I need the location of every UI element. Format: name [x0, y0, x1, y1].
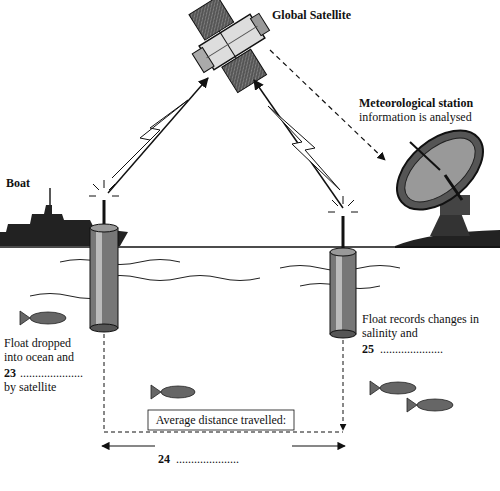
- float-note: by satellite: [4, 380, 56, 394]
- station-label: Meteorological station: [359, 96, 497, 110]
- answer-blank: .....................: [380, 342, 443, 356]
- station-note: information is analysed: [359, 110, 497, 124]
- boat-label: Boat: [6, 176, 30, 190]
- answer-blank: .....................: [20, 366, 83, 380]
- distance-label: Average distance travelled:: [148, 413, 294, 427]
- callout-number: 25: [362, 342, 374, 356]
- radar-dish: [382, 115, 497, 236]
- callout-number: 23: [4, 366, 16, 380]
- float-note: Float records changes in salinity and: [362, 312, 482, 340]
- callout-number: 24: [158, 452, 170, 466]
- answer-blank: .....................: [176, 452, 239, 466]
- float-note: Float dropped into ocean and: [4, 336, 92, 364]
- title-label: Global Satellite: [272, 8, 351, 22]
- float-left: [89, 180, 119, 332]
- float-right: [328, 196, 358, 338]
